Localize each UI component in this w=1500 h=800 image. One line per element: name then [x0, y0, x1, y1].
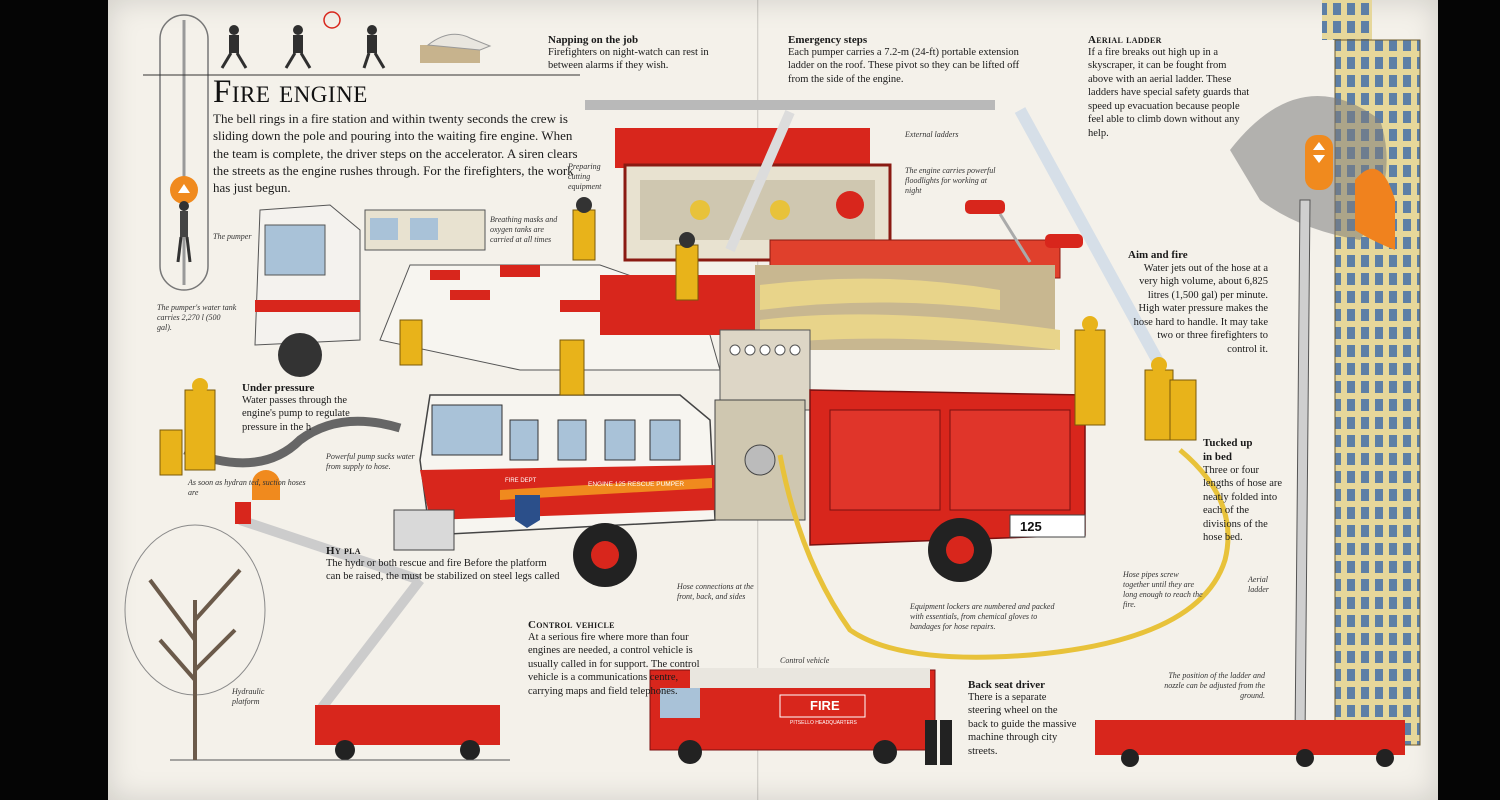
aerial-heading: Aerial ladder: [1088, 34, 1162, 46]
caption-lockers: Equipment lockers are numbered and packe…: [910, 602, 1055, 631]
caption-external-ladders: External ladders: [905, 130, 959, 139]
napping-text: Firefighters on night-watch can rest in …: [548, 47, 709, 72]
caption-powerful-pump: Powerful pump sucks water from supply to…: [326, 452, 415, 471]
caption-hydrant: As soon as hydran ted, suction hoses are: [188, 478, 306, 497]
engine-cutaway-middle: [379, 239, 1061, 411]
hydraulic-text: The hydr or both rescue and fire Before …: [326, 558, 560, 583]
control-vehicle-illustration: FIRE PITSELLO HEADQUARTERS FIRE: [649, 668, 952, 765]
pressure-text: Water passes through the engine's pump t…: [242, 395, 350, 433]
engine-number-text: ENGINE 125 RESCUE PUMPER: [588, 481, 684, 488]
pressure-heading: Under pressure: [242, 382, 315, 394]
hose-illustration: [183, 416, 1231, 660]
backseat-heading: Back seat driver: [968, 679, 1045, 691]
aim-text: Water jets out of the hose at a very hig…: [1133, 263, 1268, 355]
engine-cutaway-top: [585, 100, 995, 262]
aerial-text: If a fire breaks out high up in a skyscr…: [1088, 47, 1250, 139]
emergency-heading: Emergency steps: [788, 34, 868, 46]
tree-illustration: [124, 524, 266, 760]
control-text: At a serious fire where more than four e…: [528, 632, 700, 697]
caption-floodlights: The engine carries powerful floodlights …: [905, 166, 996, 195]
water-jet-illustration: [1014, 107, 1166, 368]
caption-breathing: Breathing masks and oxygen tanks are car…: [490, 215, 558, 244]
control-cab-text: FIRE: [664, 677, 683, 686]
running-firefighters-illustration: [143, 11, 580, 76]
caption-hose-connections: Hose connections at the front, back, and…: [677, 582, 754, 601]
floodlights-illustration: [965, 200, 1083, 263]
control-vehicle-fire-text: FIRE: [810, 698, 840, 713]
caption-hose-pipes: Hose pipes screw together until they are…: [1123, 570, 1203, 609]
caption-preparing: Preparing cutting equipment: [568, 162, 602, 191]
emergency-text: Each pumper carries a 7.2-m (24-ft) port…: [788, 47, 1020, 85]
fire-dept-text: FIRE DEPT: [505, 478, 537, 484]
control-heading: Control vehicle: [528, 619, 615, 631]
page-title: Fire engine: [213, 74, 368, 110]
hydraulic-platform-illustration: [170, 470, 510, 761]
control-vehicle-sub-text: PITSELLO HEADQUARTERS: [790, 720, 858, 726]
rear-number-text: 125: [1020, 519, 1042, 534]
fire-pole-illustration: [159, 14, 209, 291]
backseat-text: There is a separate steering wheel on th…: [968, 692, 1077, 757]
caption-pumper: The pumper: [213, 232, 252, 241]
caption-pumper-tank: The pumper's water tank carries 2,270 l …: [157, 303, 237, 332]
intro-paragraph: The bell rings in a fire station and wit…: [213, 111, 578, 196]
pumper-rear-illustration: [254, 204, 486, 377]
aim-heading: Aim and fire: [1128, 249, 1188, 261]
napping-heading: Napping on the job: [548, 34, 639, 46]
caption-aerial-ladder: Aerial ladder: [1248, 575, 1269, 594]
firefighters-illustration: [159, 197, 1197, 476]
main-fire-engine: ENGINE 125 RESCUE PUMPER FIRE DEPT 125: [393, 389, 1086, 587]
skyscraper-illustration: [1095, 0, 1421, 767]
caption-control-vehicle: Control vehicle: [780, 656, 830, 665]
caption-ladder-position: The position of the ladder and nozzle ca…: [1164, 671, 1265, 700]
tucked-heading: Tucked up in bed: [1203, 437, 1253, 464]
hydraulic-heading: Hy pla: [326, 545, 361, 557]
tucked-text: Three or four lengths of hose are neatly…: [1203, 465, 1283, 544]
caption-hydraulic-platform: Hydraulic platform: [232, 687, 265, 706]
